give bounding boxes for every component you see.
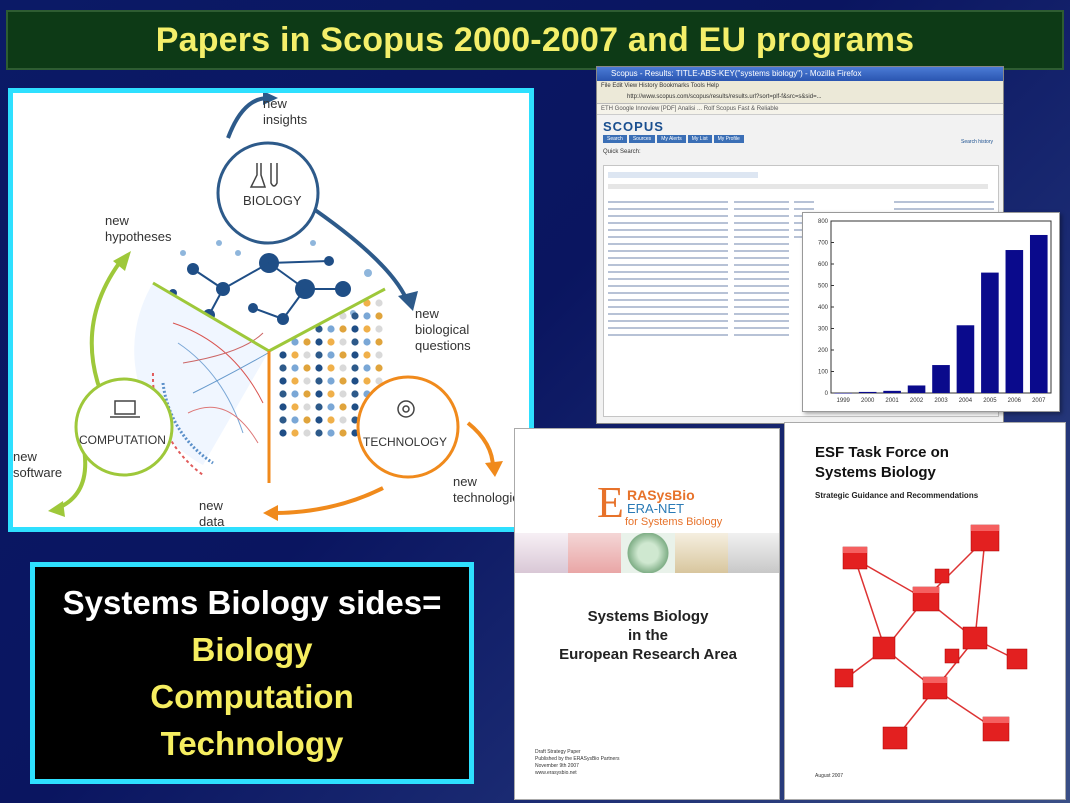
bar-2005 <box>981 272 999 393</box>
scopus-subject-column <box>894 196 994 215</box>
erasysbio-logo-letter: E <box>597 478 624 527</box>
new-technologies-label: new technologies <box>453 474 526 505</box>
scopus-nav: Search Sources My Alerts My List My Prof… <box>603 135 744 143</box>
erasysbio-footer-line-1: Draft Strategy Paper <box>535 749 581 755</box>
flask-icon <box>249 163 278 188</box>
biology-node-label: BIOLOGY <box>243 193 302 208</box>
bar-2001 <box>883 390 901 393</box>
erasysbio-logo-tagline: for Systems Biology <box>625 516 723 528</box>
sides-item-biology: Biology <box>191 630 313 668</box>
new-biological-questions-label: new biological questions <box>415 306 471 353</box>
computation-node <box>74 377 174 477</box>
bar-chart-svg: 0 100 200 300 400 500 600 700 800 1999 2000 2001 200… <box>818 219 1052 404</box>
scopus-logo: SCOPUS <box>603 119 664 134</box>
esf-title: ESF Task Force on Systems Biology <box>815 443 949 483</box>
scopus-screenshot: Scopus - Results: TITLE-ABS-KEY("systems… <box>596 66 1004 424</box>
systems-biology-diagram: BIOLOGY COMPUTATION TECHNOLOGY new insig… <box>8 88 534 532</box>
scopus-quick-search: Quick Search: <box>603 149 641 155</box>
diagram-graphic <box>48 93 503 521</box>
erasysbio-logo-name: RASysBio <box>627 487 695 503</box>
y-tick-label: 100 <box>818 370 829 376</box>
erasysbio-cover: E RASysBio ERA-NET for Systems Biology S… <box>514 428 780 800</box>
scopus-bar-chart: 0 100 200 300 400 500 600 700 800 1999 2000 2001 200… <box>802 212 1060 412</box>
computation-node-label: COMPUTATION <box>79 433 166 447</box>
scopus-nav-search: Search <box>603 135 627 143</box>
y-tick-label: 0 <box>825 391 829 397</box>
erasysbio-title-line-1: Systems Biology <box>587 608 709 625</box>
sides-item-technology: Technology <box>160 724 344 762</box>
slide-title: Papers in Scopus 2000-2007 and EU progra… <box>155 20 915 59</box>
y-tick-label: 200 <box>818 348 829 354</box>
erasysbio-title-line-2: in the <box>628 627 668 644</box>
gear-icon <box>397 400 415 418</box>
x-tick-label: 2007 <box>1032 398 1046 404</box>
x-tick-label: 2005 <box>983 398 997 404</box>
browser-menu-bar: File Edit View History Bookmarks Tools H… <box>597 81 1003 91</box>
new-software-label: new software <box>13 449 63 480</box>
x-tick-label: 2001 <box>885 398 899 404</box>
bar-2004 <box>956 325 975 393</box>
scopus-search-history-link: Search history <box>961 139 993 145</box>
bar-2007 <box>1029 234 1048 393</box>
x-tick-label: 2002 <box>910 398 924 404</box>
technology-node <box>356 375 460 479</box>
esf-title-line-2: Systems Biology <box>815 464 936 481</box>
new-insights-label: new insights <box>263 96 308 127</box>
red-cube-network-graphic <box>834 524 1028 750</box>
scopus-nav-list: My List <box>687 135 712 143</box>
biology-node <box>216 141 320 245</box>
y-tick-label: 600 <box>818 262 829 268</box>
y-tick-label: 300 <box>818 327 829 333</box>
systems-biology-sides-box: Systems Biology sides= Biology Computati… <box>30 562 474 784</box>
erasysbio-photo-strip <box>515 533 779 573</box>
erasysbio-logo-eranet: ERA-NET <box>627 501 685 516</box>
erasysbio-footer: Draft Strategy Paper Published by the ER… <box>535 749 620 777</box>
browser-address-bar: http://www.scopus.com/scopus/results/res… <box>597 91 1003 104</box>
y-tick-label: 400 <box>818 305 829 311</box>
slide-title-bar: Papers in Scopus 2000-2007 and EU progra… <box>6 10 1064 70</box>
x-tick-label: 1999 <box>837 398 851 404</box>
bar-2000 <box>858 391 877 393</box>
y-tick-label: 800 <box>818 219 829 225</box>
new-hypotheses-label: new hypotheses <box>105 213 172 244</box>
browser-title-bar: Scopus - Results: TITLE-ABS-KEY("systems… <box>597 67 1003 81</box>
esf-cover: ESF Task Force on Systems Biology Strate… <box>784 422 1066 800</box>
esf-subtitle: Strategic Guidance and Recommendations <box>815 491 979 500</box>
scopus-nav-alerts: My Alerts <box>657 135 686 143</box>
erasysbio-footer-line-2: Published by the ERASysBio Partners <box>535 756 620 762</box>
x-tick-label: 2003 <box>934 398 948 404</box>
erasysbio-title-line-3: European Research Area <box>559 646 737 663</box>
bar-2006 <box>1005 250 1024 393</box>
scopus-author-column <box>734 196 789 341</box>
bar-2002 <box>907 385 926 393</box>
scopus-source-column <box>608 196 728 341</box>
bar-2003 <box>932 365 950 393</box>
laptop-icon <box>110 400 140 418</box>
erasysbio-title: Systems Biology in the European Research… <box>515 607 779 664</box>
x-tick-label: 2006 <box>1008 398 1022 404</box>
erasysbio-footer-line-4: www.erasysbio.net <box>535 770 577 776</box>
esf-footer: August 2007 <box>815 773 844 779</box>
technology-node-label: TECHNOLOGY <box>363 435 448 449</box>
scopus-nav-profile: My Profile <box>713 135 744 143</box>
x-tick-label: 2004 <box>959 398 973 404</box>
browser-bookmarks-bar: ETH Google Innoview [PDF] Analisi ... Ro… <box>597 104 1003 115</box>
sides-item-computation: Computation <box>150 677 354 715</box>
bar-1999 <box>834 393 853 394</box>
esf-title-line-1: ESF Task Force on <box>815 444 949 461</box>
erasysbio-footer-line-3: November 9th 2007 <box>535 763 579 769</box>
sides-heading: Systems Biology sides= <box>62 583 442 621</box>
scopus-nav-sources: Sources <box>628 135 656 143</box>
y-tick-label: 700 <box>818 241 829 247</box>
x-tick-label: 2000 <box>861 398 875 404</box>
y-tick-label: 500 <box>818 284 829 290</box>
new-data-label: new data <box>199 498 225 529</box>
